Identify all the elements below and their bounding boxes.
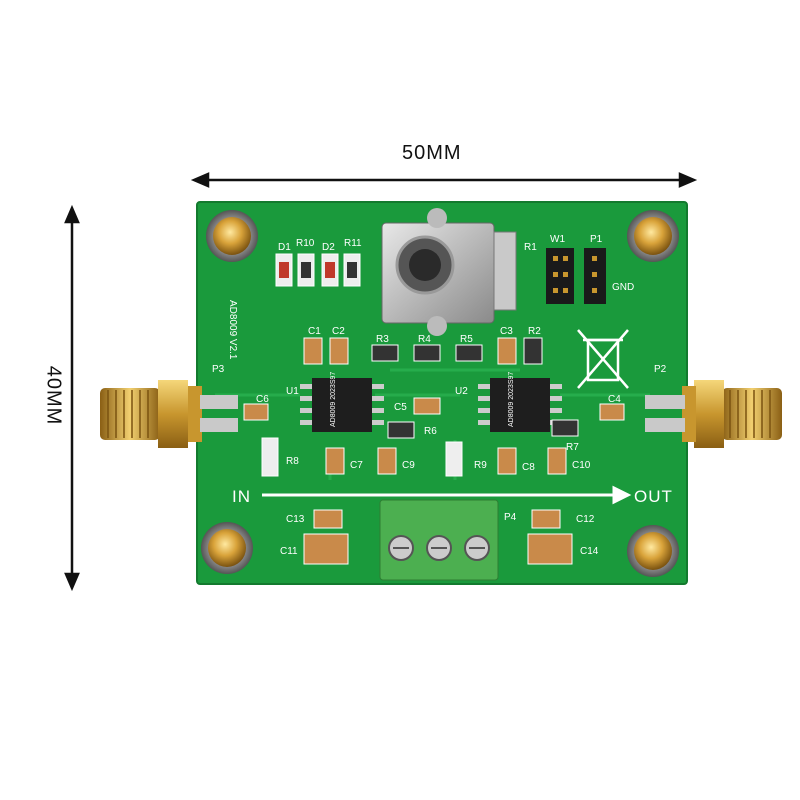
label-r9: R9 <box>474 460 487 471</box>
width-dimension-label: 50MM <box>402 142 462 164</box>
label-c2: C2 <box>332 326 345 337</box>
label-c14: C14 <box>580 546 599 557</box>
label-c7: C7 <box>350 460 363 471</box>
screw-bottom-right <box>627 525 679 577</box>
label-c11: C11 <box>280 546 298 557</box>
sma-connector-left <box>100 380 238 448</box>
label-r1: R1 <box>524 242 537 253</box>
chip-u2-marking: AD8009 2023S97 <box>508 372 515 427</box>
label-r8: R8 <box>286 456 299 467</box>
screw-top-right <box>627 210 679 262</box>
screw-top-left <box>206 210 258 262</box>
label-u1: U1 <box>286 386 299 397</box>
sma-connector-right <box>645 380 782 448</box>
label-c4: C4 <box>608 394 621 405</box>
label-r4: R4 <box>418 334 431 345</box>
label-d2: D2 <box>322 242 335 253</box>
ic-u1 <box>300 378 384 432</box>
label-r3: R3 <box>376 334 389 345</box>
label-p3: P3 <box>212 364 225 375</box>
potentiometer <box>381 208 517 336</box>
led-d2 <box>321 253 339 287</box>
gnd-label: GND <box>612 282 634 293</box>
chip-u1-marking: AD8009 2023S97 <box>330 372 337 427</box>
out-label: OUT <box>634 487 673 506</box>
ic-u2 <box>478 378 562 432</box>
in-label: IN <box>232 487 251 506</box>
label-c8: C8 <box>522 462 535 473</box>
label-c13: C13 <box>286 514 305 525</box>
label-r6: R6 <box>424 426 437 437</box>
label-c10: C10 <box>572 460 591 471</box>
pin-header-p1 <box>584 248 606 304</box>
label-p4: P4 <box>504 512 517 523</box>
jumper-header-w1 <box>546 248 574 304</box>
label-c12: C12 <box>576 514 595 525</box>
screw-bottom-left <box>201 522 253 574</box>
label-c1: C1 <box>308 326 321 337</box>
weee-symbol <box>577 329 629 389</box>
led-d1 <box>275 253 293 287</box>
signal-flow-arrow <box>262 485 632 505</box>
label-r2: R2 <box>528 326 541 337</box>
resistor-r11 <box>343 253 361 287</box>
resistor-r10 <box>297 253 315 287</box>
logo-text: AD8009 V2.1 <box>227 300 238 360</box>
smd-components <box>243 337 625 565</box>
width-dimension-arrow <box>190 172 698 188</box>
label-c6: C6 <box>256 394 269 405</box>
label-r11: R11 <box>344 238 362 249</box>
label-c3: C3 <box>500 326 513 337</box>
label-r10: R10 <box>296 238 315 249</box>
label-c9: C9 <box>402 460 415 471</box>
height-dimension-arrow <box>64 204 80 592</box>
label-d1: D1 <box>278 242 291 253</box>
label-r7: R7 <box>566 442 579 453</box>
label-u2: U2 <box>455 386 468 397</box>
label-w1: W1 <box>550 234 565 245</box>
screw-terminal-p4 <box>379 499 499 581</box>
label-r5: R5 <box>460 334 473 345</box>
label-p2: P2 <box>654 364 667 375</box>
label-p1: P1 <box>590 234 603 245</box>
label-c5: C5 <box>394 402 407 413</box>
